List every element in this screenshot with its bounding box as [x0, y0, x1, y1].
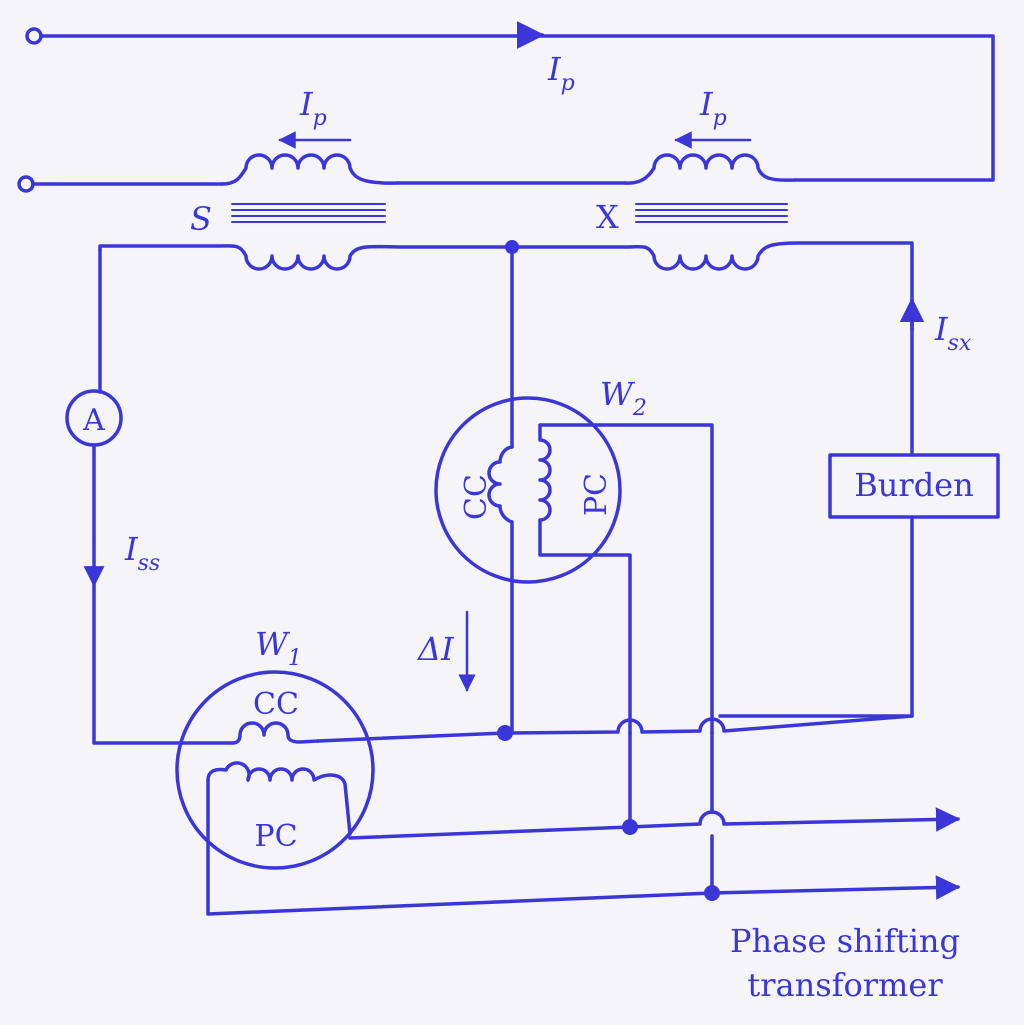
ct-s-primary-coil: [220, 153, 400, 186]
w2-pc-coil: [538, 423, 632, 735]
ct-s-current-label: Ip: [299, 85, 327, 131]
w2-cc-label: CC: [459, 474, 494, 520]
phase-shifter-label-line2: transformer: [747, 966, 943, 1004]
junction-main-bus: [497, 725, 513, 741]
ammeter-label: A: [82, 403, 105, 438]
iss-label: Iss: [124, 530, 160, 576]
w1-label: W1: [255, 625, 302, 671]
ct-x-core: [635, 203, 788, 223]
ct-x-label: X: [596, 198, 619, 236]
ct-x-current-label: Ip: [699, 85, 727, 131]
ct-x-primary-coil: [623, 153, 797, 185]
w2-meter: [434, 396, 622, 584]
w2-label: W2: [600, 375, 647, 421]
delta-i-label: ΔI: [416, 630, 455, 668]
w1-meter: [175, 670, 375, 870]
junction-ct-midpoint: [505, 240, 519, 254]
main-bus-wire: [503, 714, 914, 735]
w1-pc-label: PC: [254, 819, 297, 854]
w2-pc-label: PC: [579, 473, 614, 516]
ct-s-label: S: [190, 200, 212, 238]
left-lower-wire: [92, 443, 234, 745]
isx-label: Isx: [934, 310, 972, 356]
w1-cc-wire: [316, 731, 507, 743]
primary-return-wire: [39, 34, 995, 182]
w1-pc-lower-wire: [206, 778, 714, 916]
w1-cc-label: CC: [253, 687, 299, 722]
w1-cc-coil: [230, 721, 320, 745]
phase-shift-upper-lead: [348, 807, 961, 840]
top-current-label: Ip: [547, 50, 575, 96]
burden-box: [828, 453, 1000, 519]
burden-return-wire: [718, 515, 914, 718]
ct-s-core: [231, 203, 386, 223]
burden-label: Burden: [854, 466, 973, 504]
phase-shifter-label-line1: Phase shifting: [730, 922, 960, 960]
primary-terminal-bottom: [17, 175, 35, 193]
ct-x-secondary-coil: [510, 241, 914, 457]
junction-pc-lower: [704, 885, 720, 901]
junction-pc-upper: [622, 819, 638, 835]
w2-pc-return: [598, 423, 714, 735]
w1-pc-coil: [206, 761, 352, 836]
ct-s-secondary-coil: [98, 244, 514, 271]
phase-shift-lower-lead: [710, 875, 961, 900]
primary-terminal-top: [25, 27, 43, 45]
w2-cc-coil: [487, 445, 514, 524]
